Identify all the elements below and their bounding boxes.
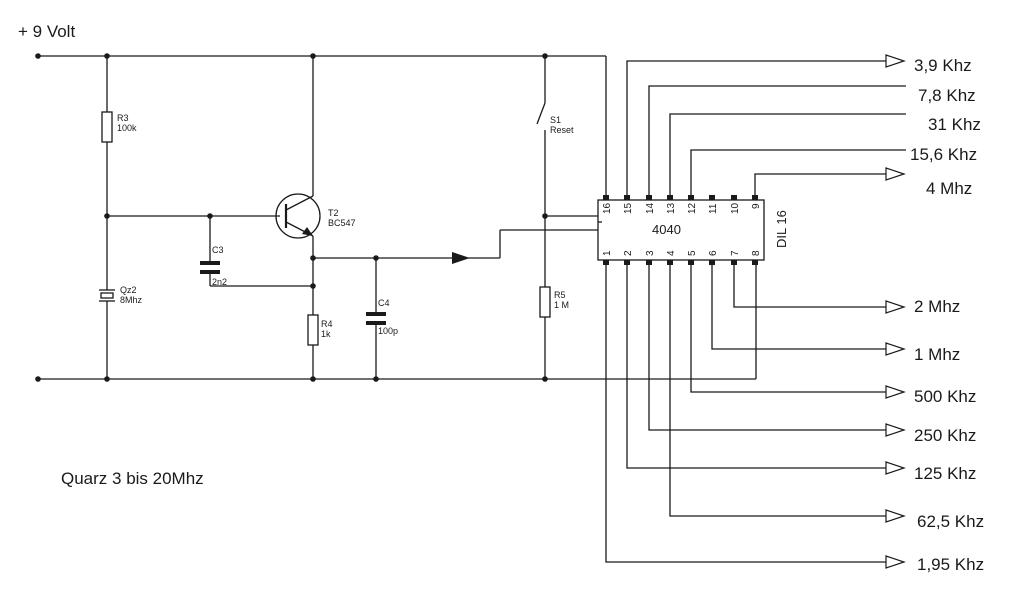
resistor-r5: R5 1 M [539, 216, 569, 379]
r4-value: 1k [321, 329, 331, 339]
output-wiring [605, 60, 906, 563]
output-label: 1,95 Khz [917, 555, 984, 574]
transistor-t2: T2 BC547 [275, 56, 356, 239]
resistor-r3: R3 100k [101, 56, 137, 216]
output-label: 250 Khz [914, 426, 976, 445]
output-7-8-khz: 7,8 Khz [918, 86, 976, 105]
output-arrow-icon [885, 54, 906, 68]
r5-ref: R5 [554, 290, 566, 300]
output-arrow-icon [885, 461, 906, 475]
t2-ref: T2 [328, 208, 339, 218]
output-15-6-khz: 15,6 Khz [910, 145, 977, 164]
output-arrow-icon [885, 555, 906, 569]
crystal-range-note: Quarz 3 bis 20Mhz [61, 469, 204, 488]
output-label: 4 Mhz [926, 179, 972, 198]
output-500-khz: 500 Khz [885, 385, 976, 406]
output-arrow-icon [885, 385, 906, 399]
pin-8-label: 8 [751, 250, 762, 256]
base-node-wire [104, 213, 280, 219]
t2-value: BC547 [328, 218, 356, 228]
output-arrow-icon [885, 300, 906, 314]
output-1-95-khz: 1,95 Khz [885, 555, 984, 574]
output-label: 31 Khz [928, 115, 981, 134]
pin-15-label: 15 [623, 202, 634, 214]
r3-ref: R3 [117, 113, 129, 123]
output-arrow-icon [885, 342, 906, 356]
output-arrow-icon [885, 167, 906, 181]
capacitor-c3: C3 2n2 [200, 216, 313, 287]
output-arrow-icon [885, 423, 906, 437]
pin-10-label: 10 [730, 202, 741, 214]
output-4-mhz: 4 Mhz [885, 167, 972, 198]
output-label: 15,6 Khz [910, 145, 977, 164]
pin-6-label: 6 [708, 250, 719, 256]
output-label: 125 Khz [914, 464, 976, 483]
pin-3-label: 3 [645, 250, 656, 256]
pin-1-label: 1 [602, 250, 613, 256]
pin-12-label: 12 [687, 202, 698, 214]
reset-node-wire [542, 213, 598, 219]
r5-value: 1 M [554, 300, 569, 310]
ic-4040: 4040 DIL 16 16 15 14 13 12 11 10 9 1 2 3… [597, 195, 789, 265]
qz2-ref: Qz2 [120, 285, 137, 295]
chip-package-label: DIL 16 [774, 210, 789, 248]
c3-ref: C3 [212, 245, 224, 255]
switch-s1: S1 Reset [536, 56, 574, 216]
chip-name-label: 4040 [652, 222, 681, 237]
output-125-khz: 125 Khz [885, 461, 976, 483]
pin-9-label: 9 [751, 203, 762, 209]
output-3-9-khz: 3,9 Khz [885, 54, 972, 75]
output-1-mhz: 1 Mhz [885, 342, 960, 364]
pin-11-label: 11 [708, 203, 719, 214]
emitter-node-wire [310, 229, 598, 289]
output-label: 1 Mhz [914, 345, 960, 364]
output-label: 7,8 Khz [918, 86, 976, 105]
pin-7-label: 7 [730, 250, 741, 256]
r4-ref: R4 [321, 319, 333, 329]
pin-13-label: 13 [666, 202, 677, 214]
output-label: 3,9 Khz [914, 56, 972, 75]
output-2-mhz: 2 Mhz [885, 297, 960, 316]
output-31-khz: 31 Khz [928, 115, 981, 134]
c3-value: 2n2 [212, 277, 227, 287]
pin-14-label: 14 [645, 202, 656, 214]
output-label: 2 Mhz [914, 297, 960, 316]
output-arrow-icon [885, 509, 906, 523]
output-62-5-khz: 62,5 Khz [885, 509, 984, 531]
pin-5-label: 5 [687, 250, 698, 256]
qz2-value: 8Mhz [120, 295, 143, 305]
c4-ref: C4 [378, 298, 390, 308]
pin-16-label: 16 [602, 202, 613, 214]
s1-ref: S1 [550, 115, 561, 125]
c4-value: 100p [378, 326, 398, 336]
supply-voltage-label: + 9 Volt [18, 22, 75, 41]
capacitor-c4: C4 100p [366, 258, 398, 379]
pin-2-label: 2 [623, 250, 634, 256]
ground-rail [35, 260, 757, 382]
pin-4-label: 4 [666, 250, 677, 256]
output-label: 62,5 Khz [917, 512, 984, 531]
s1-value: Reset [550, 125, 574, 135]
output-250-khz: 250 Khz [885, 423, 976, 445]
output-label: 500 Khz [914, 387, 976, 406]
resistor-r4: R4 1k [307, 258, 333, 379]
crystal-qz2: Qz2 8Mhz [99, 216, 143, 379]
r3-value: 100k [117, 123, 137, 133]
